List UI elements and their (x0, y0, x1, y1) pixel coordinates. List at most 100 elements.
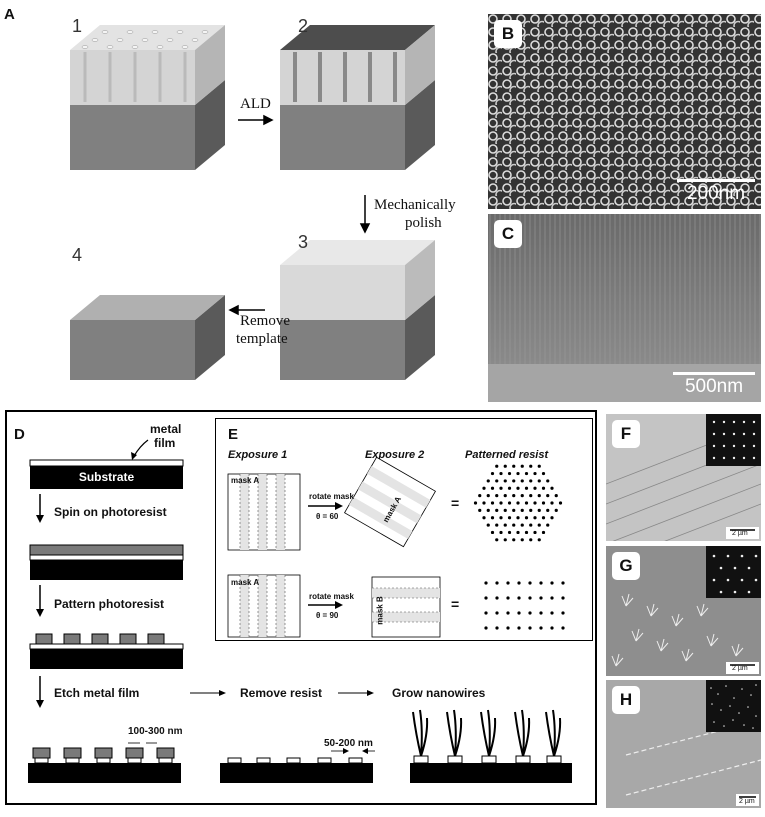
resist-dot (478, 508, 482, 512)
polish-label-1: Mechanically (374, 197, 456, 213)
scalebar-b: 200nm (677, 179, 755, 205)
resist-dot (537, 494, 541, 498)
resist-dot (503, 523, 507, 527)
resist-dot (490, 486, 495, 490)
resist-dot (520, 538, 524, 542)
resist-dot (533, 486, 537, 490)
resist-dot (524, 486, 529, 490)
resist-dot (533, 516, 537, 520)
resist-dot (516, 486, 520, 490)
sem-image-b: B 200nm (488, 14, 761, 209)
resist-dot (490, 471, 495, 476)
resist-dot (506, 626, 510, 630)
remove-label-1: Remove (240, 313, 290, 329)
resist-dot (495, 611, 499, 615)
resist-dot (537, 479, 541, 483)
rotate-mask-label-1: rotate mask (309, 492, 354, 501)
resist-dot (558, 501, 563, 505)
resist-dot (524, 516, 529, 520)
ald-label: ALD (240, 96, 271, 112)
resist-dot (517, 581, 521, 585)
panel-d-frame (5, 410, 597, 805)
nanowire-sidewall (488, 214, 761, 402)
resist-dot (495, 538, 499, 542)
scalebar-h-text: 2 µm (739, 798, 755, 805)
resist-dot (529, 523, 533, 527)
mask-a-label-top: mask A (231, 476, 260, 485)
panel-e-graphics (227, 456, 565, 638)
resist-dot (499, 501, 503, 505)
resist-dot (528, 626, 532, 630)
scalebar-b-text: 200nm (686, 183, 746, 204)
resist-dot (529, 479, 533, 483)
resist-dot (507, 471, 512, 476)
resist-dot (506, 596, 510, 600)
resist-dot (546, 479, 550, 483)
resist-dot (512, 523, 516, 527)
resist-dot (499, 516, 503, 520)
resist-dot (495, 523, 499, 527)
panel-f-label: F (612, 420, 640, 448)
polish-label-2: polish (405, 215, 442, 231)
pattern-step-label: Pattern photoresist (54, 597, 165, 611)
resist-dot (490, 501, 495, 505)
metal-label-2: film (154, 436, 176, 450)
theta-90-label: θ = 90 (316, 611, 339, 620)
resist-dot (537, 538, 541, 542)
resist-dot (478, 494, 482, 498)
remove-resist-label: Remove resist (240, 686, 323, 700)
resist-dot (517, 626, 521, 630)
resist-dot (529, 464, 533, 468)
resist-dot (537, 523, 541, 527)
resist-dot (507, 530, 512, 535)
step-2-label: 2 (298, 16, 309, 36)
nanopore-pattern (488, 14, 761, 209)
resist-dot (486, 479, 490, 483)
panel-a-schematic (70, 25, 435, 380)
resist-dot (550, 596, 554, 600)
resist-dot (539, 596, 543, 600)
nanowire-array-f (606, 414, 761, 541)
panel-d-graphics (28, 439, 572, 783)
substrate-label: Substrate (78, 470, 135, 484)
scalebar-c-text: 500nm (684, 376, 744, 397)
exposure-1-header: Exposure 1 (228, 449, 288, 461)
resist-dot (503, 508, 507, 512)
resist-dot (554, 508, 558, 512)
dim-100-300-label: 100-300 nm (128, 726, 183, 737)
exposure-2-header: Exposure 2 (365, 449, 425, 461)
equals-1: = (451, 495, 460, 511)
resist-dot (484, 626, 488, 630)
resist-dot (539, 581, 543, 585)
resist-dot (550, 501, 554, 505)
resist-dot (541, 530, 546, 535)
resist-dot (516, 530, 520, 535)
sem-image-h: H 2 µm (606, 680, 761, 808)
resist-dot (539, 626, 543, 630)
resist-dot (520, 464, 524, 468)
panel-e-label: E (228, 426, 239, 443)
resist-dot (541, 516, 546, 520)
resist-dot (490, 516, 495, 520)
resist-dot (529, 494, 533, 498)
metal-label-1: metal (150, 422, 182, 436)
resist-dot (520, 523, 524, 527)
resist-dot (524, 501, 529, 505)
panel-g-label: G (612, 552, 640, 580)
resist-dot (539, 611, 543, 615)
patterned-resist-header: Patterned resist (465, 449, 549, 461)
resist-dot (517, 596, 521, 600)
resist-dot (520, 479, 524, 483)
remove-label-2: template (236, 331, 288, 347)
resist-dot (484, 611, 488, 615)
resist-dot (495, 626, 499, 630)
grow-nanowires-label: Grow nanowires (392, 686, 486, 700)
resist-dot (528, 596, 532, 600)
resist-dot (533, 501, 537, 505)
resist-dot (550, 486, 554, 490)
panel-d-label: D (14, 426, 25, 443)
resist-dot (484, 581, 488, 585)
block-3 (280, 240, 435, 380)
resist-dot (482, 486, 486, 490)
step-4-label: 4 (72, 245, 83, 265)
